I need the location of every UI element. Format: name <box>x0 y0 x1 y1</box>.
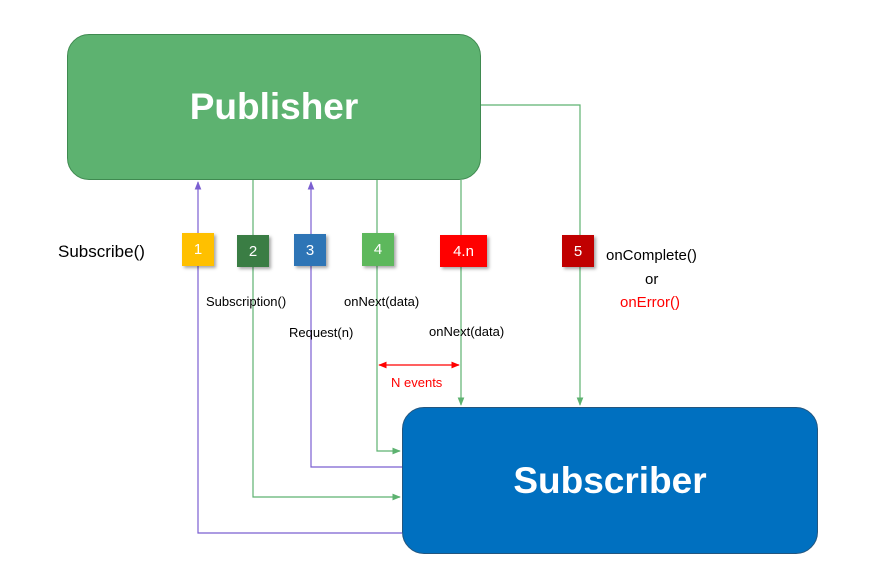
subscriber-box: Subscriber <box>402 407 818 554</box>
publisher-box: Publisher <box>67 34 481 180</box>
step-1-badge: 1 <box>182 233 214 266</box>
request-arrow <box>307 181 402 468</box>
on-next-label-1: onNext(data) <box>344 294 420 309</box>
on-complete-arrow <box>481 104 584 406</box>
on-next-arrow-1 <box>376 180 401 455</box>
n-events-label: N events <box>391 375 443 390</box>
step-4n-badge: 4.n <box>440 235 487 267</box>
step-2-badge: 2 <box>237 235 269 267</box>
subscribe-arrow <box>194 181 402 534</box>
subscription-arrow <box>252 180 401 501</box>
step-4-badge: 4 <box>362 233 394 266</box>
on-error-label: onError() <box>620 294 681 311</box>
on-next-label-2: onNext(data) <box>429 324 505 339</box>
or-label: or <box>645 271 659 288</box>
step-5-badge: 5 <box>562 235 594 267</box>
subscription-label: Subscription() <box>206 294 287 309</box>
subscribe-label: Subscribe() <box>58 242 145 261</box>
step-3-badge: 3 <box>294 234 326 266</box>
on-complete-label: onComplete() <box>606 247 697 264</box>
request-label: Request(n) <box>289 325 354 340</box>
